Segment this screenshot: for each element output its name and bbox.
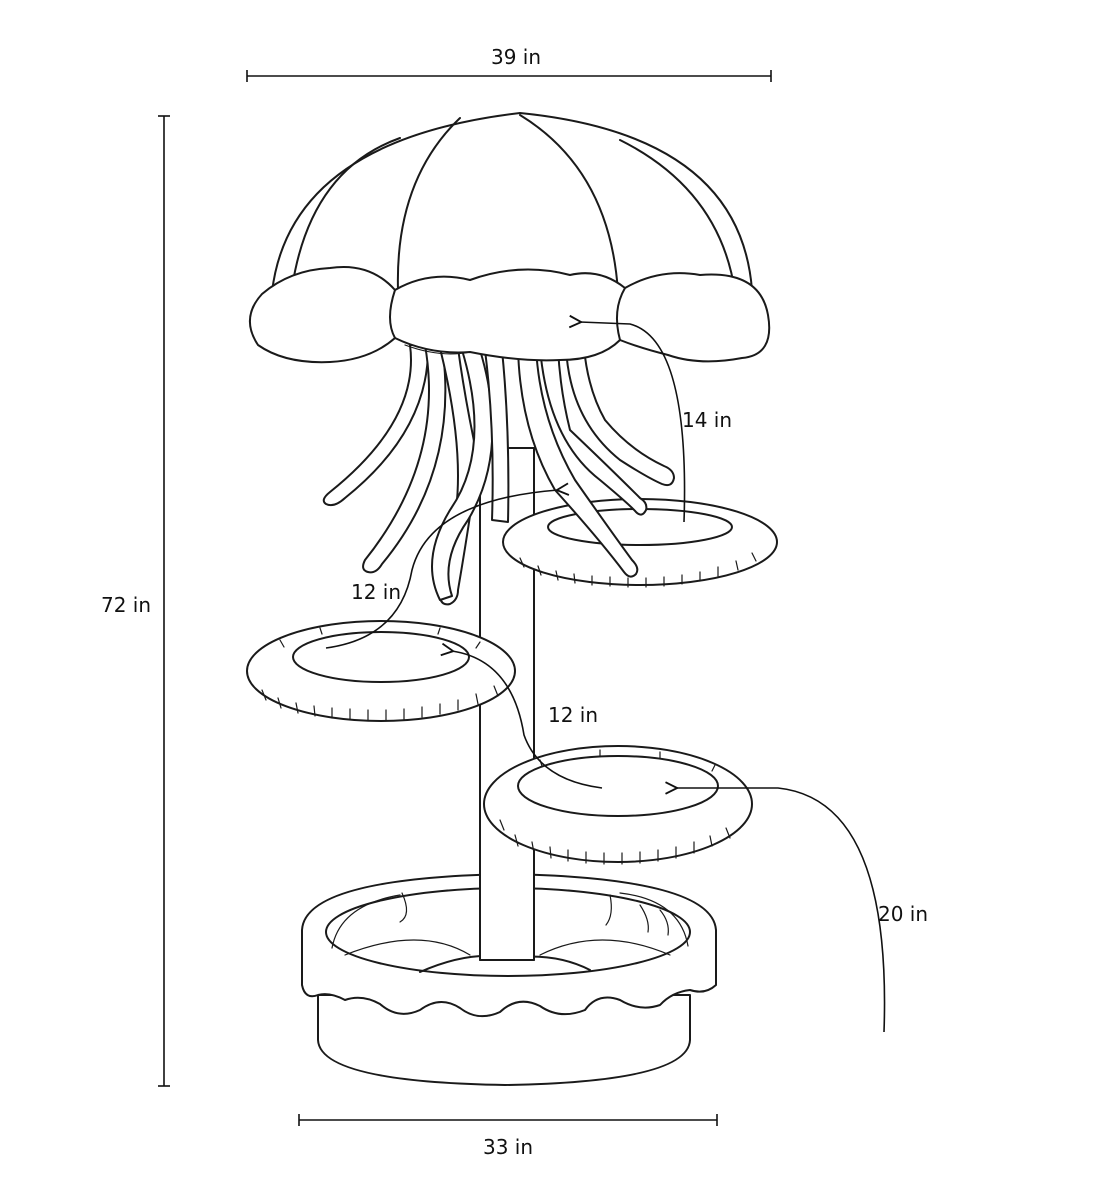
top-gap-label: 14 in: [682, 408, 732, 432]
lower-to-left-arrow: 12 in: [452, 651, 603, 789]
base-width-label: 33 in: [483, 1135, 533, 1159]
height-dimension: 72 in: [101, 115, 170, 1087]
floor-to-lower-label: 20 in: [878, 902, 928, 926]
top-width-dimension: 39 in: [246, 45, 772, 82]
top-width-label: 39 in: [491, 45, 541, 69]
tentacles: [322, 344, 675, 606]
left-to-top-arrow: 12 in: [325, 490, 558, 649]
floor-to-lower-arrow: 20 in: [676, 788, 928, 1033]
lower-to-left-label: 12 in: [548, 703, 598, 727]
top-gap-arrow: 14 in: [580, 322, 732, 523]
height-label: 72 in: [101, 593, 151, 617]
lower-platform: [483, 745, 753, 865]
jellyfish-canopy: [249, 112, 771, 364]
left-platform: [246, 620, 516, 722]
left-to-top-label: 12 in: [351, 580, 401, 604]
base-width-dimension: 33 in: [298, 1114, 718, 1159]
